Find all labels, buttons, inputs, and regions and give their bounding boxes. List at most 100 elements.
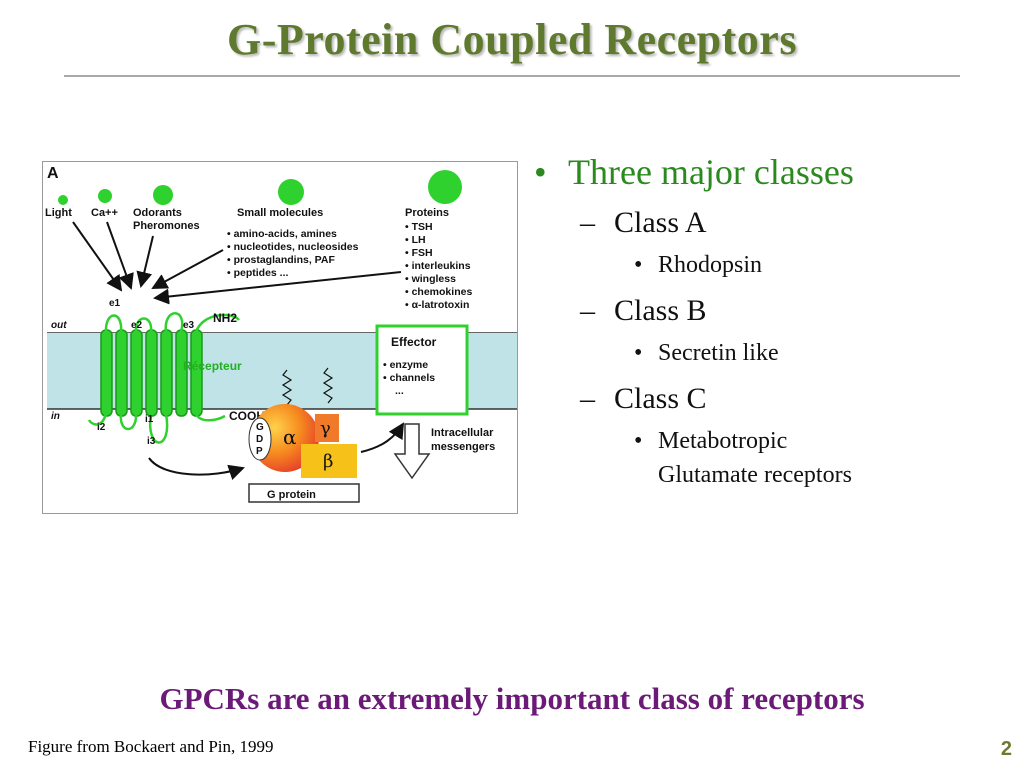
transmembrane-helix [175, 329, 188, 417]
small-molecule-item: • peptides ... [227, 267, 289, 279]
bullet-main-text: Three major classes [568, 152, 854, 192]
light-arrow [72, 221, 123, 292]
small-molecule-item: • prostaglandins, PAF [227, 254, 335, 266]
protein-item: • interleukins [405, 260, 471, 272]
loop-label: i3 [147, 436, 156, 447]
loop-label: e2 [131, 320, 143, 331]
g-protein-label: G protein [267, 489, 316, 501]
protein-item: • wingless [405, 273, 456, 285]
class-example: • Secretin like [528, 336, 998, 370]
receptor-helices [100, 329, 203, 417]
slide-title: G-Protein Coupled Receptors [227, 15, 797, 64]
ligand-arrows [72, 221, 402, 305]
class-name: Class B [614, 294, 707, 327]
effector-item: • channels [383, 372, 435, 384]
small-molecule-item: • amino-acids, amines [227, 228, 337, 240]
calcium-ligand-dot [98, 189, 112, 203]
transmembrane-helix [115, 329, 128, 417]
class-example-text: Metabotropic [658, 428, 788, 454]
bullet-list: •Three major classes –Class A •Rhodopsin… [528, 150, 998, 492]
odorants-label: Odorants [133, 207, 182, 219]
small-molecule-ligand-dot [278, 179, 304, 205]
proteins-list: • TSH • LH • FSH • interleukins • wingle… [405, 221, 472, 311]
loop-label: i2 [97, 422, 106, 433]
protein-arrow [153, 271, 402, 305]
effector-item: ... [395, 385, 404, 397]
class-example-text: Rhodopsin [658, 252, 763, 278]
protein-item: • α-latrotoxin [405, 299, 469, 311]
small-molecules-label: Small molecules [237, 207, 323, 219]
class-example: • Rhodopsin [528, 248, 998, 282]
dash-marker: – [580, 382, 595, 415]
gamma-symbol: γ [320, 418, 331, 439]
light-label: Light [45, 207, 72, 219]
lipid-anchors [281, 367, 334, 406]
receptor-label: Récepteur [183, 359, 242, 373]
transmembrane-helix [130, 329, 143, 417]
extracellular-loop [134, 317, 153, 333]
c-terminus-tail [87, 413, 108, 426]
g-gamma-subunit [315, 414, 339, 442]
gamma-lipid-anchor [322, 367, 334, 404]
title-divider [64, 75, 960, 77]
small-molecule-arrow [151, 249, 224, 289]
loop-label: e1 [109, 298, 121, 309]
page-number: 2 [1000, 738, 1012, 760]
effector-title: Effector [391, 335, 437, 349]
protein-ligand-dot [428, 170, 462, 204]
bullet-marker: • [634, 252, 643, 278]
small-molecule-item: • nucleotides, nucleosides [227, 241, 359, 253]
loop-label: i1 [145, 414, 154, 425]
protein-item: • TSH [405, 221, 433, 233]
extracellular-loop [164, 312, 184, 333]
class-item: –Class A [528, 204, 998, 242]
dash-marker: – [580, 206, 595, 239]
beta-symbol: β [323, 451, 333, 472]
tagline: GPCRs are an extremely important class o… [159, 681, 865, 716]
figure-caption: Figure from Bockaert and Pin, 1999 [28, 737, 274, 756]
nh2-label: NH2 [213, 311, 237, 325]
intracellular-loop [119, 413, 138, 431]
transmembrane-helix [100, 329, 113, 417]
odorant-arrow [136, 235, 154, 288]
g-protein-box [248, 483, 360, 503]
transmembrane-helix [160, 329, 173, 417]
class-name: Class A [614, 206, 707, 239]
gdp-bubble [248, 417, 272, 461]
effector-arrow [360, 422, 405, 453]
bullet-marker: • [634, 340, 643, 366]
panel-label: A [47, 165, 59, 182]
bullet-marker: • [634, 428, 643, 454]
messenger-arrow [393, 423, 431, 480]
alpha-symbol: α [283, 425, 297, 449]
n-terminus-tail [194, 313, 240, 333]
gpcr-diagram: A Light Ca++ Odorants Pheromones Small m… [45, 165, 517, 503]
cooh-tail [194, 413, 226, 422]
activation-arrow [148, 457, 245, 481]
class-example-text: Secretin like [658, 340, 779, 366]
effector-box [375, 324, 469, 416]
effector-item: • enzyme [383, 359, 428, 371]
protein-item: • FSH [405, 247, 433, 259]
protein-item: • chemokines [405, 286, 472, 298]
bullet-marker: • [534, 152, 547, 192]
bullet-main: • Three major classes [528, 150, 998, 194]
gpcr-figure: A Light Ca++ Odorants Pheromones Small m… [42, 161, 518, 514]
gdp-letter: G [256, 422, 264, 433]
dash-marker: – [580, 294, 595, 327]
light-ligand-dot [58, 195, 68, 205]
messengers-label: messengers [431, 441, 495, 453]
odorant-ligand-dot [153, 185, 173, 205]
loop-label: e3 [183, 320, 195, 331]
gdp-letter: D [256, 434, 263, 445]
intracellular-loop [148, 413, 169, 444]
protein-item: • LH [405, 234, 426, 246]
messengers-label: Intracellular [431, 427, 494, 439]
g-beta-subunit [301, 444, 357, 478]
calcium-arrow [106, 221, 134, 290]
class-item: –Class B [528, 292, 998, 330]
transmembrane-helix [145, 329, 158, 417]
out-label: out [51, 320, 67, 331]
alpha-lipid-anchor [281, 369, 293, 406]
